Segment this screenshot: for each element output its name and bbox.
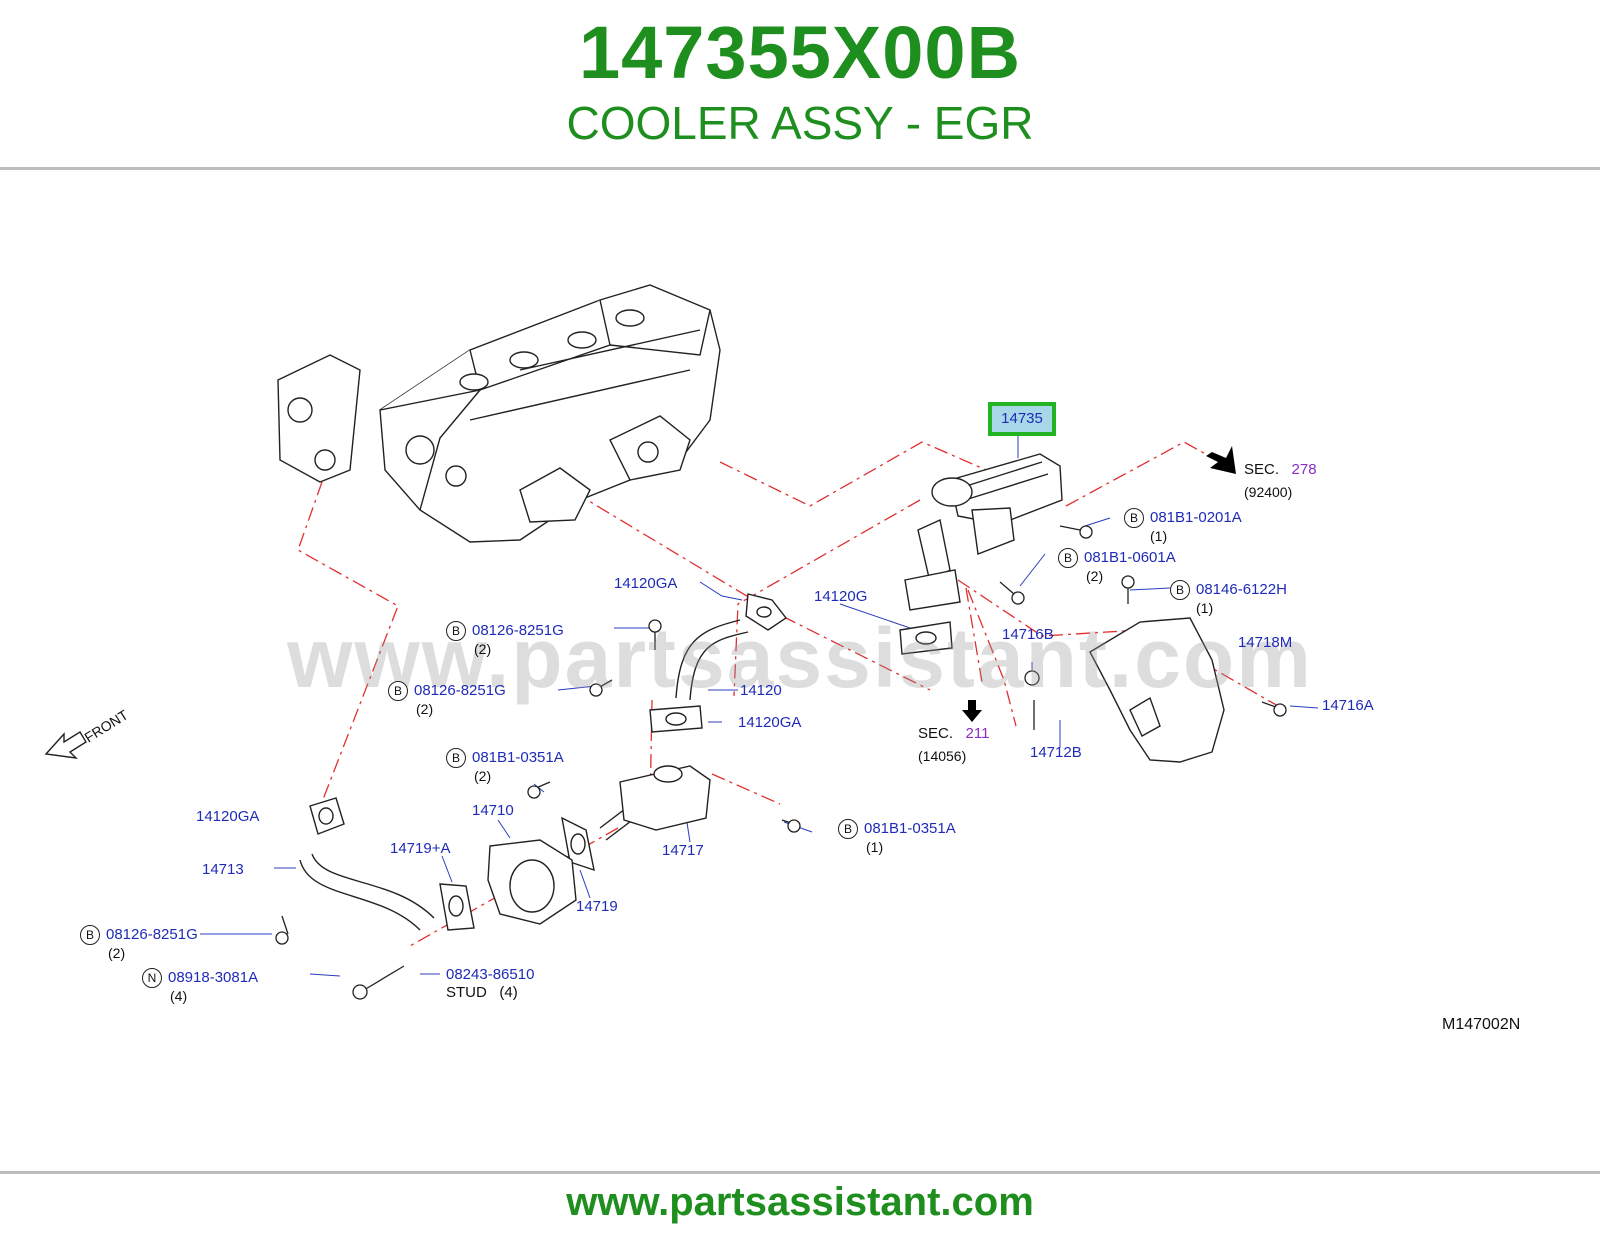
callout-qty: (1) (1196, 600, 1214, 616)
header-divider (0, 167, 1600, 170)
section-278-ref: (92400) (1244, 484, 1293, 500)
callout-badge: B (446, 621, 466, 641)
callout-14120GA-middle[interactable]: 14120GA (738, 714, 802, 731)
section-278[interactable]: SEC. 278 (1244, 462, 1317, 478)
highlighted-part-14735[interactable]: 14735 (988, 402, 1056, 436)
stud-label: STUD (4) (446, 985, 518, 1001)
section-arrows (962, 446, 1236, 722)
callout-14712B[interactable]: 14712B (1030, 744, 1082, 761)
gaskets (309, 593, 953, 931)
sec-number: 211 (965, 725, 990, 742)
callout-qty: (1) (866, 839, 884, 855)
callout-14120GA-lower[interactable]: 14120GA (196, 808, 260, 825)
sec-number: 278 (1291, 461, 1317, 478)
callout-081B1-0351A-b[interactable]: 081B1-0351A (864, 820, 956, 837)
callout-081B1-0351A-a[interactable]: 081B1-0351A (472, 749, 564, 766)
section-211-ref: (14056) (918, 748, 967, 764)
sec-label: SEC. (1244, 461, 1280, 478)
callout-14716B[interactable]: 14716B (1002, 626, 1054, 643)
callout-14120G[interactable]: 14120G (814, 588, 868, 605)
callout-08126-8251G-c[interactable]: 08126-8251G (106, 926, 198, 943)
callout-badge: B (1058, 548, 1078, 568)
callout-14713[interactable]: 14713 (202, 861, 244, 878)
callout-08243-86510[interactable]: 08243-86510 (446, 966, 535, 983)
callout-14120[interactable]: 14120 (740, 682, 782, 699)
header: 147355X00B COOLER ASSY - EGR (0, 0, 1600, 168)
front-arrow-icon (44, 731, 87, 759)
callout-08126-8251G-b[interactable]: 08126-8251G (414, 682, 506, 699)
callout-081B1-0201A[interactable]: 081B1-0201A (1150, 509, 1242, 526)
callout-badge: B (80, 925, 100, 945)
callout-badge: B (1170, 580, 1190, 600)
diagram-id: M147002N (1442, 1016, 1521, 1033)
callout-qty: (1) (1150, 528, 1168, 544)
egr-valve-sketch (487, 765, 711, 925)
callout-badge: B (388, 681, 408, 701)
heat-insulator-sketch (1089, 617, 1225, 763)
callout-14719-A[interactable]: 14719+A (390, 840, 451, 857)
callout-14716A[interactable]: 14716A (1322, 697, 1374, 714)
callout-08126-8251G-a[interactable]: 08126-8251G (472, 622, 564, 639)
callout-14718M[interactable]: 14718M (1238, 634, 1293, 651)
callout-badge: N (142, 968, 162, 988)
egr-cooler-sketch (904, 453, 1063, 611)
stud-text: STUD (446, 984, 487, 1001)
callout-qty: (4) (170, 988, 188, 1004)
bolts (275, 525, 1287, 1000)
footer-divider (0, 1171, 1600, 1174)
highlighted-part-label: 14735 (1001, 410, 1043, 427)
part-number-title: 147355X00B (578, 11, 1022, 94)
callout-qty: (2) (416, 701, 434, 717)
section-211[interactable]: SEC. 211 (918, 726, 989, 742)
sec-label: SEC. (918, 725, 954, 742)
callout-qty: (2) (474, 768, 492, 784)
callout-08146-6122H[interactable]: 08146-6122H (1196, 581, 1287, 598)
callout-badge: B (446, 748, 466, 768)
callout-qty: (2) (1086, 568, 1104, 584)
callout-14717[interactable]: 14717 (662, 842, 704, 859)
part-name-subtitle: COOLER ASSY - EGR (566, 97, 1034, 149)
callout-badge: B (1124, 508, 1144, 528)
footer-url-link[interactable]: www.partsassistant.com (566, 1180, 1034, 1224)
callout-14719[interactable]: 14719 (576, 898, 618, 915)
diagram-drawing (44, 284, 1319, 1000)
cylinder-head-sketch (277, 284, 721, 543)
callout-08918-3081A[interactable]: 08918-3081A (168, 969, 259, 986)
callout-081B1-0601A[interactable]: 081B1-0601A (1084, 549, 1176, 566)
callout-14710[interactable]: 14710 (472, 802, 514, 819)
stud-qty: (4) (499, 984, 518, 1001)
exploded-parts-diagram: www.partsassistant.com 14735 SEC. 278 (9… (0, 170, 1600, 1170)
callout-qty: (2) (474, 641, 492, 657)
callout-qty: (2) (108, 945, 126, 961)
callout-14120GA-upper[interactable]: 14120GA (614, 575, 678, 592)
callout-badge: B (838, 819, 858, 839)
